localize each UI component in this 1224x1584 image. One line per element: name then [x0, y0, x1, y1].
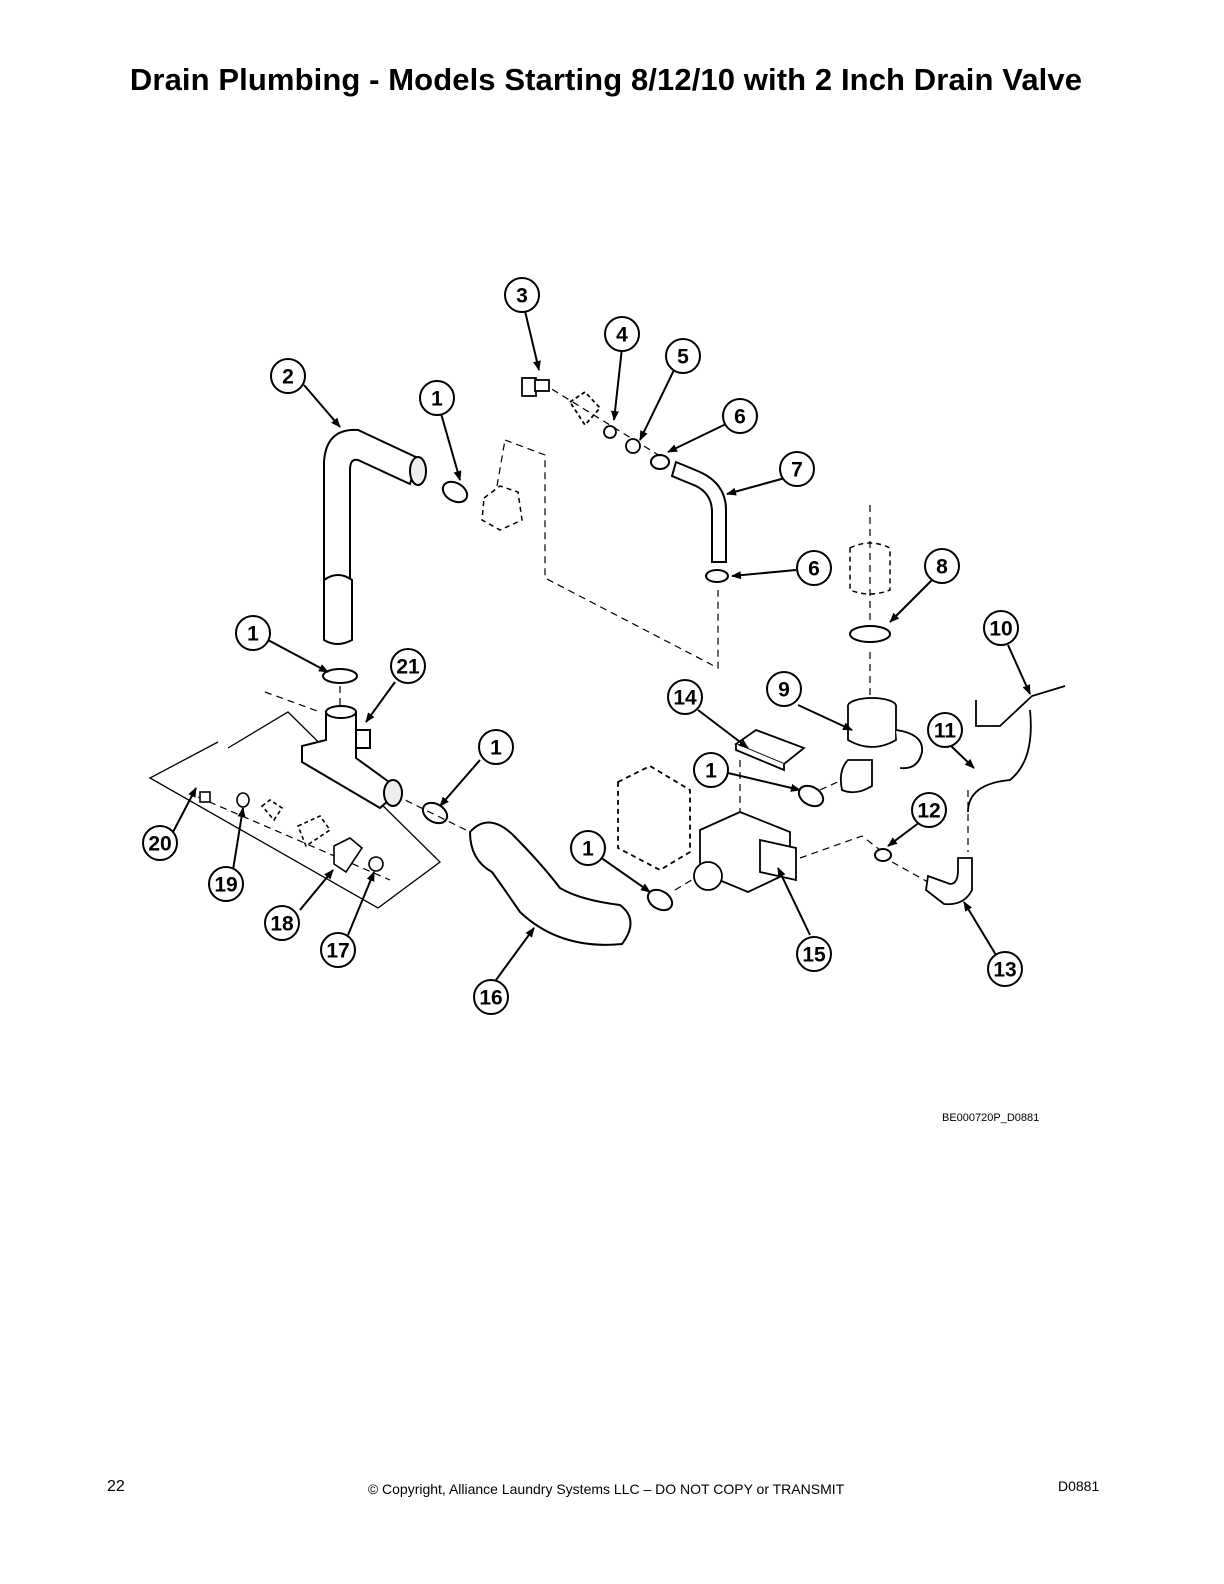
callout-3: [504, 277, 540, 313]
callout-21: [390, 648, 426, 684]
callout-1-e: [570, 830, 606, 866]
document-code: D0881: [1058, 1478, 1100, 1494]
callout-label: 6: [734, 406, 746, 429]
callout-7: [779, 451, 815, 487]
callout-label: 3: [516, 285, 528, 308]
callout-label: 12: [917, 800, 940, 823]
callout-circles: [142, 277, 1023, 1015]
small-hardware-parts: [199, 791, 384, 874]
part-16-hose: [468, 821, 632, 946]
callout-11: [927, 712, 963, 748]
page-title: Drain Plumbing - Models Starting 8/12/10…: [129, 62, 1083, 97]
callout-1-c: [478, 729, 514, 765]
part-10-11-wire: [967, 685, 1066, 813]
callout-17: [320, 932, 356, 968]
callout-9: [766, 671, 802, 707]
part-7-tube: [670, 460, 727, 563]
callout-1-a: [419, 380, 455, 416]
callout-label: 1: [582, 838, 594, 861]
callout-label: 5: [677, 346, 689, 369]
callout-6-a: [722, 398, 758, 434]
callout-label: 8: [936, 556, 948, 579]
part-21-tee: [301, 705, 403, 810]
callout-1-b: [235, 615, 271, 651]
callout-label: 7: [791, 459, 803, 482]
part-3-bolt: [521, 377, 641, 454]
callout-label: 14: [673, 687, 697, 710]
callout-label: 1: [247, 623, 259, 646]
clamps: [322, 454, 892, 912]
page-number: 22: [107, 1478, 125, 1495]
callout-19: [208, 866, 244, 902]
dashed-ghost-parts: [481, 485, 891, 595]
callout-20: [142, 825, 178, 861]
callout-label: 4: [616, 324, 628, 347]
callout-10: [983, 610, 1019, 646]
callout-label: 6: [808, 558, 820, 581]
callout-label: 20: [148, 833, 171, 856]
part-13-elbow: [925, 857, 973, 906]
callout-label: 15: [802, 944, 826, 967]
callout-18: [264, 905, 300, 941]
drawing-code: BE000720P_D0881: [942, 1112, 1040, 1124]
callout-4: [604, 316, 640, 352]
callout-label: 13: [993, 959, 1016, 982]
callout-14: [667, 679, 703, 715]
callout-5: [665, 338, 701, 374]
callout-label: 18: [270, 913, 294, 936]
callout-15: [796, 936, 832, 972]
callout-8: [924, 548, 960, 584]
callout-label: 16: [479, 987, 502, 1010]
assembly-dashed-lines: [197, 382, 969, 891]
callout-leaders: [172, 310, 1031, 981]
callout-label: 9: [778, 679, 790, 702]
callout-label: 1: [431, 388, 443, 411]
part-9-valve-body: [839, 697, 923, 794]
callout-1-d: [693, 752, 729, 788]
callout-12: [911, 792, 947, 828]
callout-label: 21: [396, 656, 420, 679]
callout-13: [987, 951, 1023, 987]
copyright-notice: © Copyright, Alliance Laundry Systems LL…: [367, 1481, 845, 1497]
callout-6-b: [796, 550, 832, 586]
callout-label: 1: [705, 760, 717, 783]
part-14-cover: [734, 728, 806, 772]
callout-label: 1: [490, 737, 502, 760]
callout-16: [473, 979, 509, 1015]
part-2-elbow-pipe: [323, 428, 427, 645]
callout-2: [270, 358, 306, 394]
callout-label: 19: [214, 874, 237, 897]
bracket-plane: [148, 711, 441, 909]
callout-label: 2: [282, 366, 294, 389]
part-15-drain-valve: [617, 764, 797, 893]
callout-label: 10: [989, 618, 1012, 641]
callout-label: 11: [934, 720, 957, 743]
callout-label: 17: [326, 940, 349, 963]
